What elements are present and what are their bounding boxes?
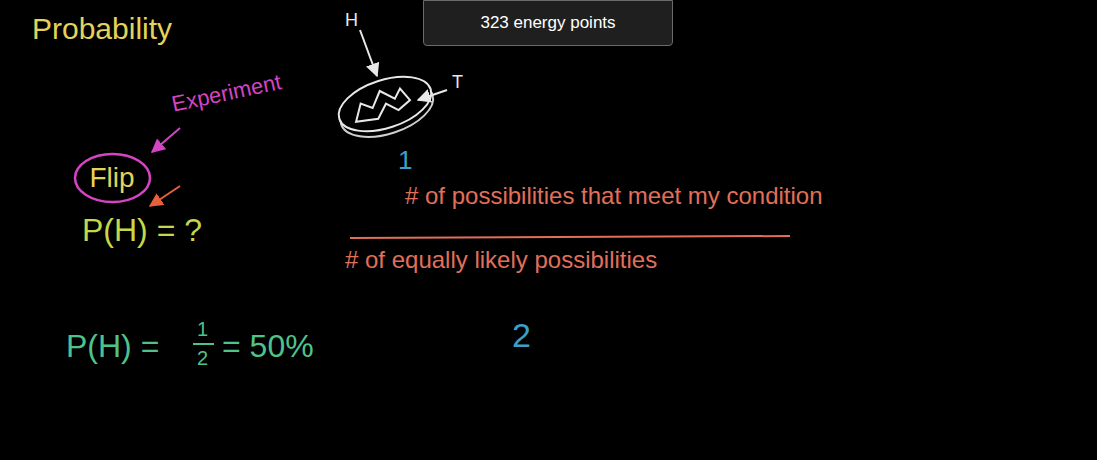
coin [332,66,440,147]
side-label: T [452,72,463,93]
circled-word: Flip [73,152,152,204]
count: 1 [398,146,412,176]
leader-arrow [360,30,377,76]
leader-arrow [418,90,447,100]
points-badge: 323 energy points [423,0,673,46]
circle-outline-shape [75,154,150,202]
fraction-denominator: 2 [197,347,208,370]
coin-face [332,66,438,141]
side-label: H [345,10,358,31]
fraction-bar [350,236,790,238]
count: 2 [512,316,531,355]
fraction-numerator: 1 [197,318,208,341]
formula: P(H) = [66,328,159,365]
fraction-denominator: # of equally likely possibilities [345,246,657,274]
badge-text: 323 energy points [480,13,615,33]
node-text: Flip [89,162,134,194]
formula: = 50% [222,328,314,365]
coin-relief [349,83,412,126]
leader-arrow [150,186,180,206]
fraction-numerator: # of possibilities that meet my conditio… [405,182,823,210]
annotation: Experiment [169,69,283,117]
formula: P(H) = ? [82,212,202,249]
fraction-bar [193,343,214,345]
leader-arrow [152,128,180,152]
handwritten-heading: Probability [32,12,172,47]
